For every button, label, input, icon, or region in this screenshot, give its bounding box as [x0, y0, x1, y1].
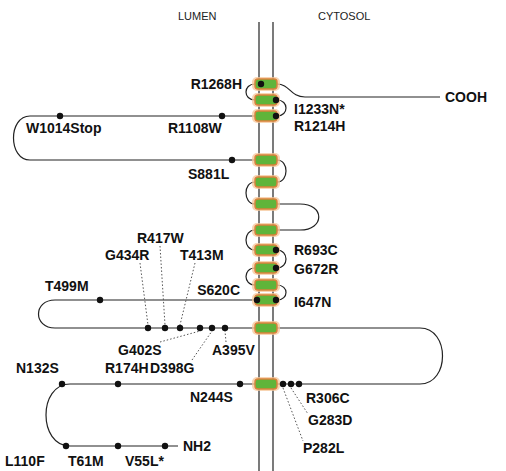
mutation-label: R417W	[137, 231, 184, 245]
mutation-label: W1014Stop	[26, 121, 101, 135]
region-label: CYTOSOL	[318, 11, 370, 22]
mutation-dot	[254, 297, 260, 303]
mutation-label: V55L*	[125, 454, 164, 468]
mutation-label: R1214H	[294, 119, 345, 133]
helix-glow	[252, 109, 280, 123]
mutation-dot	[222, 325, 228, 331]
mutation-dot	[162, 443, 168, 449]
mutation-dot	[97, 297, 103, 303]
helix	[255, 280, 277, 290]
mutation-label: G283D	[308, 413, 352, 427]
mutation-label: I1233N*	[294, 102, 345, 116]
mutation-dot	[280, 381, 286, 387]
mutation-label: G434R	[105, 248, 149, 262]
helix-glow	[252, 243, 280, 257]
mutation-dot	[209, 325, 215, 331]
mutation-dot	[288, 381, 294, 387]
mutation-label: A395V	[212, 343, 255, 357]
mutation-dot	[59, 381, 65, 387]
mutation-dot	[237, 381, 243, 387]
helix-glow	[252, 153, 280, 167]
mutation-dot	[197, 325, 203, 331]
mutation-label: COOH	[445, 90, 487, 104]
mutation-dots	[57, 81, 302, 449]
mutation-label: T61M	[68, 454, 104, 468]
leader-lines	[140, 246, 308, 441]
mutation-label: R174H	[105, 361, 149, 375]
mutation-dot	[115, 381, 121, 387]
helix-glow	[252, 293, 280, 307]
mutation-label: T499M	[45, 279, 89, 293]
protein-chain	[14, 84, 443, 446]
mutation-dot	[177, 325, 183, 331]
mutation-label: G402S	[118, 343, 162, 357]
helix	[255, 199, 277, 209]
mutation-label: T413M	[180, 248, 224, 262]
mutation-label: N244S	[190, 390, 233, 404]
helix-glow	[252, 77, 280, 91]
mutation-label: I647N	[294, 295, 331, 309]
mutation-dot	[219, 113, 225, 119]
helix	[255, 177, 277, 187]
mutation-label: S881L	[188, 167, 229, 181]
mutation-dot	[273, 97, 279, 103]
mutation-label: NH2	[183, 439, 211, 453]
mutation-dot	[63, 443, 69, 449]
mutation-dot	[273, 247, 279, 253]
region-label: LUMEN	[178, 11, 217, 22]
mutation-dot	[273, 297, 279, 303]
mutation-label: N132S	[16, 361, 59, 375]
helix-glow	[252, 321, 280, 335]
mutation-dot	[57, 113, 63, 119]
mutation-dot	[258, 81, 264, 87]
mutation-label: G672R	[294, 262, 338, 276]
mutation-dot	[273, 265, 279, 271]
helix	[255, 155, 277, 165]
mutation-dot	[273, 113, 279, 119]
mutation-label: R1108W	[168, 121, 222, 135]
helix	[255, 79, 277, 89]
helix-glow	[252, 223, 280, 237]
mutation-label: R1268H	[191, 77, 242, 91]
mutation-dot	[296, 381, 302, 387]
helix-group	[255, 79, 277, 389]
mutation-dot	[162, 325, 168, 331]
helix-glow	[252, 93, 280, 107]
mutation-label: S620C	[197, 283, 240, 297]
helix-glow	[252, 197, 280, 211]
mutation-label: R306C	[306, 391, 350, 405]
mutation-label: P282L	[303, 441, 344, 455]
mutation-dot	[229, 157, 235, 163]
helix-glow	[252, 77, 280, 391]
mutation-label: L110F	[5, 454, 45, 468]
mutation-label: R693C	[294, 243, 338, 257]
helix-glow	[252, 175, 280, 189]
mutation-dot	[115, 443, 121, 449]
helix	[255, 379, 277, 389]
mutation-dot	[145, 325, 151, 331]
helix	[255, 323, 277, 333]
mutation-label: D398G	[150, 361, 194, 375]
helix	[255, 225, 277, 235]
helix-glow	[252, 377, 280, 391]
helix-glow	[252, 278, 280, 292]
helix-glow	[252, 261, 280, 275]
